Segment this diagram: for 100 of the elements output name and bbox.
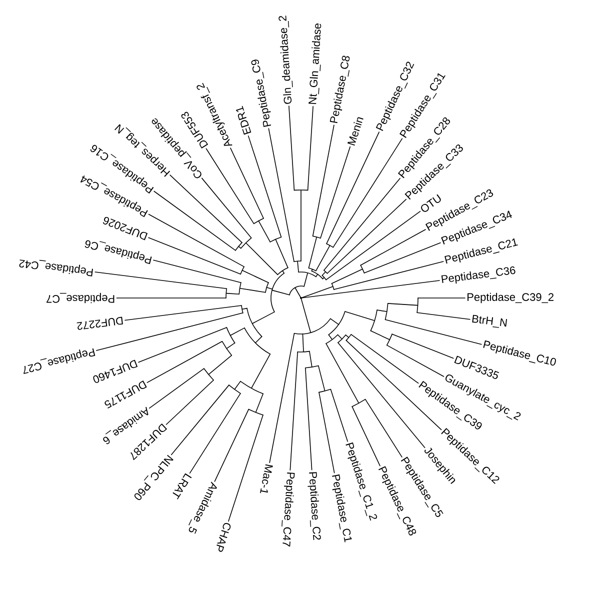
branch-line — [189, 393, 241, 474]
branch-line — [124, 305, 242, 321]
branch-arc — [238, 282, 242, 294]
branch-line — [346, 340, 442, 430]
branch-arc — [253, 218, 264, 224]
branch-line — [258, 220, 271, 242]
branch-line — [268, 128, 294, 262]
branch-line — [170, 174, 242, 243]
branch-line — [320, 146, 351, 238]
branch-arc — [311, 270, 324, 280]
branch-arc — [312, 236, 321, 238]
leaf-label: Peptidase_C2 — [308, 472, 321, 540]
branch-arc — [370, 310, 378, 332]
branch-line — [230, 328, 245, 336]
branch-line — [324, 178, 400, 271]
branch-line — [318, 392, 335, 474]
branch-arc — [270, 236, 282, 242]
branch-line — [166, 380, 214, 425]
branch-arc — [338, 334, 346, 344]
branch-arc — [235, 242, 242, 251]
branch-line — [316, 245, 330, 272]
branch-line — [308, 236, 317, 268]
branch-line — [146, 340, 223, 383]
branch-line — [338, 342, 426, 448]
branch-line — [332, 138, 403, 248]
branch-arc — [326, 334, 338, 344]
branch-line — [322, 277, 324, 280]
branch-line — [326, 210, 421, 280]
branch-arc — [228, 384, 241, 394]
branch-line — [248, 136, 282, 238]
branch-arc — [328, 311, 346, 336]
leaf-label: BtrH_N — [472, 314, 508, 328]
branch-line — [297, 261, 299, 273]
branch-arc — [226, 327, 236, 344]
branch-line — [345, 334, 349, 338]
branch-arc — [240, 238, 252, 249]
branch-line — [300, 190, 302, 262]
leaf-label: Menin — [347, 117, 364, 146]
branch-arc — [384, 303, 388, 320]
branch-arc — [246, 308, 262, 337]
branch-arc — [240, 266, 244, 274]
branch-arc — [241, 305, 244, 314]
branch-line — [312, 124, 334, 237]
branch-line — [148, 368, 204, 409]
branch-line — [331, 268, 363, 284]
branch-line — [326, 198, 407, 274]
leaf-label: Gln_deamidase_2 — [278, 16, 293, 104]
branch-line — [255, 393, 264, 412]
branch-line — [275, 239, 288, 268]
leaf-label: DUF2272 — [76, 316, 123, 330]
branch-line — [201, 178, 252, 238]
branch-line — [226, 342, 236, 349]
branch-line — [246, 242, 278, 276]
branch-line — [282, 270, 285, 274]
branch-line — [148, 237, 241, 274]
branch-line — [154, 190, 236, 251]
branch-line — [311, 269, 313, 272]
branch-line — [226, 292, 240, 294]
branch-line — [326, 343, 359, 404]
branch-line — [153, 260, 242, 283]
branch-line — [94, 272, 227, 289]
branch-line — [305, 367, 312, 470]
branch-line — [364, 398, 402, 458]
leaf-label: Mac-1 — [260, 464, 273, 494]
branch-line — [318, 365, 326, 391]
branch-arc — [322, 275, 326, 280]
branch-line — [300, 280, 440, 298]
branch-line — [334, 261, 444, 290]
branch-arc — [204, 368, 214, 381]
branch-line — [376, 310, 387, 312]
branch-line — [288, 106, 295, 191]
branch-line — [300, 286, 333, 298]
branch-line — [255, 336, 262, 343]
branch-line — [96, 312, 244, 351]
branch-line — [228, 414, 264, 522]
branch-arc — [298, 272, 316, 278]
branch-line — [242, 270, 269, 284]
branch-line — [328, 334, 332, 340]
branch-line — [309, 350, 312, 368]
branch-line — [138, 327, 228, 363]
branch-line — [238, 246, 242, 249]
branch-line — [392, 334, 454, 359]
branch-line — [330, 318, 339, 325]
branch-arc — [326, 243, 334, 248]
branch-arc — [265, 282, 269, 293]
branch-arc — [244, 328, 271, 354]
branch-line — [387, 303, 418, 306]
branch-arc — [360, 264, 365, 274]
branch-line — [170, 384, 230, 456]
branch-line — [416, 312, 470, 320]
branch-line — [307, 106, 314, 191]
branch-line — [370, 330, 390, 340]
leaf-label: Nt_Gln_amidase — [308, 24, 322, 104]
branch-line — [360, 229, 426, 266]
branch-arc — [352, 398, 366, 407]
branch-line — [214, 408, 250, 482]
branch-arc — [240, 380, 264, 394]
branch-line — [148, 214, 244, 268]
branch-arc — [386, 334, 393, 346]
branch-line — [384, 319, 482, 345]
